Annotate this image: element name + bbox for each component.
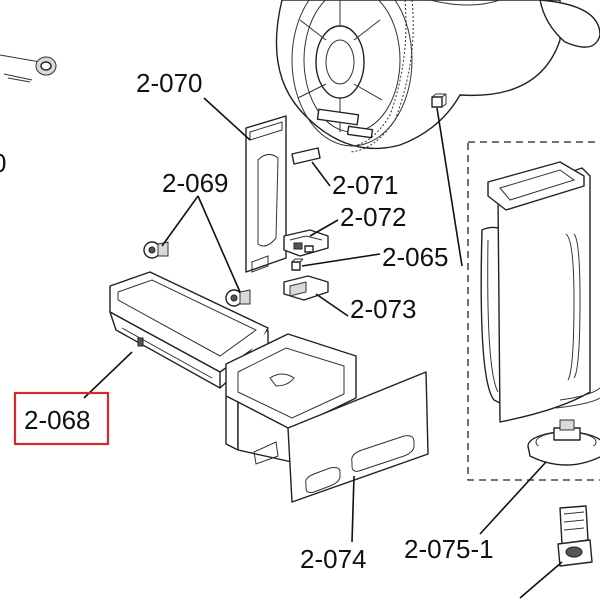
label-2-070: 2-070 bbox=[136, 68, 203, 98]
label-2-069: 2-069 bbox=[162, 168, 229, 198]
part-2-070-flap-panel bbox=[245, 115, 287, 273]
label-2-075-1: 2-075-1 bbox=[404, 534, 494, 564]
highlight-box-2-068 bbox=[13, 391, 110, 446]
part-2-068-tray bbox=[109, 271, 357, 465]
label-2-073: 2-073 bbox=[350, 294, 417, 324]
label-2-071: 2-071 bbox=[332, 170, 399, 200]
part-2-072-latch bbox=[283, 229, 329, 257]
part-2-065-cube bbox=[431, 93, 447, 108]
part-2-071-strip bbox=[291, 147, 321, 165]
part-2-073-bracket bbox=[283, 275, 329, 301]
leader-lines bbox=[83, 97, 563, 599]
right-assembly-group bbox=[467, 141, 600, 481]
part-2-075-1-ring bbox=[527, 419, 600, 466]
top-left-roller-part bbox=[0, 54, 57, 83]
bottom-right-spindle bbox=[557, 505, 593, 567]
label-2-074: 2-074 bbox=[300, 544, 367, 574]
fan-wheel-housing bbox=[275, 0, 600, 153]
label-2-072: 2-072 bbox=[340, 202, 407, 232]
part-2-069-screws bbox=[143, 241, 251, 307]
small-block bbox=[291, 258, 304, 271]
label-2-065: 2-065 bbox=[382, 242, 449, 272]
assembly-dashed-boundary bbox=[467, 141, 600, 481]
part-2-074-front-panel bbox=[287, 371, 429, 503]
label-partial-left: 0 bbox=[0, 148, 6, 178]
label-2-068: 2-068 bbox=[24, 405, 91, 435]
